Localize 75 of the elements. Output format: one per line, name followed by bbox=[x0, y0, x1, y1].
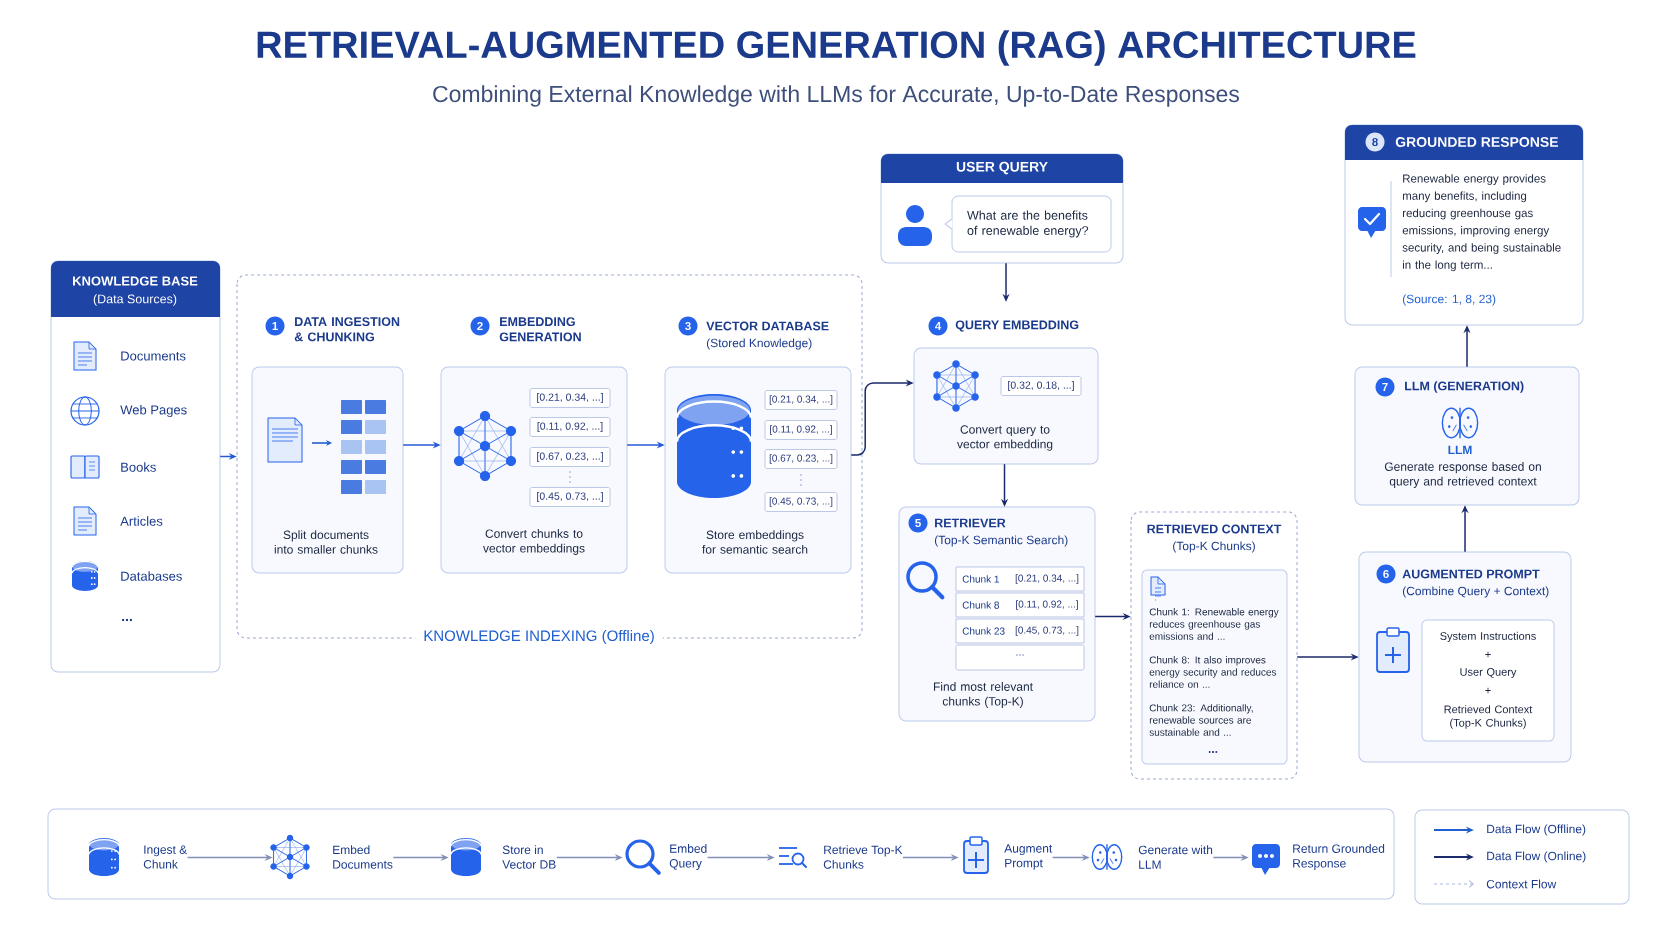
step-label: Generate with LLM bbox=[1138, 845, 1213, 869]
prompt-line: Retrieved Context (Top-K Chunks) bbox=[1444, 705, 1533, 729]
step-number: 2 bbox=[470, 316, 490, 336]
step-heading: VECTOR DATABASE bbox=[706, 321, 829, 331]
step-heading: EMBEDDING GENERATION bbox=[499, 317, 581, 342]
header-bar: 8 GROUNDED RESPONSE bbox=[1345, 125, 1583, 160]
prompt-line: User Query bbox=[1460, 668, 1517, 678]
chunk-text: Chunk 23: Additionally, renewable sources are sustainable and ... bbox=[1149, 704, 1253, 736]
table-row: ... bbox=[955, 644, 1085, 671]
step-heading: AUGMENTED PROMPT bbox=[1402, 569, 1540, 579]
source-label: Documents bbox=[121, 351, 186, 361]
step-description: Split documents into smaller chunks bbox=[274, 530, 378, 554]
step-label: Embed Documents bbox=[333, 845, 393, 869]
source-label: Articles bbox=[120, 516, 163, 526]
step-label: Store in Vector DB bbox=[502, 845, 556, 869]
title: RETRIEVAL-AUGMENTED GENERATION (RAG) ARCHITECTURE bbox=[257, 30, 1416, 66]
step-subheading: (Stored Knowledge) bbox=[706, 338, 812, 350]
vector-chip: [0.11, 0.92, ...] bbox=[529, 417, 611, 437]
step-label: Return Grounded Response bbox=[1293, 844, 1385, 870]
legend-label: Data Flow (Offline) bbox=[1487, 824, 1586, 836]
vector-chip: [0.11, 0.92, ...] bbox=[764, 420, 838, 440]
vector-chip: [0.67, 0.23, ...] bbox=[529, 447, 611, 467]
step-number: 7 bbox=[1375, 377, 1395, 397]
source-note: (Source: 1, 8, 23) bbox=[1402, 294, 1496, 306]
vector-chip: [0.32, 0.18, ...] bbox=[1000, 376, 1082, 396]
ellipsis: ... bbox=[1208, 751, 1218, 753]
prompt-line: + bbox=[1485, 687, 1491, 694]
step-description: Find most relevant chunks (Top-K) bbox=[934, 682, 1033, 708]
group-heading: RETRIEVED CONTEXT bbox=[1147, 524, 1282, 534]
step-heading: DATA INGESTION & CHUNKING bbox=[294, 317, 400, 342]
vector-chip: [0.21, 0.34, ...] bbox=[529, 388, 611, 408]
source-label: Databases bbox=[121, 571, 182, 581]
source-label: Web Pages bbox=[120, 404, 187, 418]
response-text: Renewable energy provides many benefits, including reducing greenhouse gas emissions, improving energy security, and being sustainable in the long term... bbox=[1402, 174, 1561, 272]
prompt-line: System Instructions bbox=[1440, 631, 1536, 643]
step-label: Augment Prompt bbox=[1004, 844, 1053, 870]
group-subheading: (Top-K Chunks) bbox=[1173, 541, 1255, 553]
step-label: Ingest & Chunk bbox=[143, 845, 188, 869]
chunk-text: Chunk 8: It also improves energy security and reduces reliance on ... bbox=[1149, 656, 1277, 688]
step-description: Store embeddings for semantic search bbox=[702, 530, 808, 554]
step-label: Embed Query bbox=[669, 844, 707, 870]
step-description: Convert chunks to vector embeddings bbox=[483, 529, 585, 555]
group-label: KNOWLEDGE INDEXING (Offline) bbox=[415, 628, 663, 646]
step-heading: QUERY EMBEDDING bbox=[955, 320, 1079, 332]
vector-chip: [0.21, 0.34, ...] bbox=[764, 390, 838, 410]
header-bar: KNOWLEDGE BASE (Data Sources) bbox=[51, 261, 220, 317]
step-number: 3 bbox=[678, 316, 698, 336]
step-number: 1 bbox=[265, 316, 285, 336]
step-heading: LLM (GENERATION) bbox=[1405, 381, 1524, 393]
table-row: Chunk 1 [0.21, 0.34, ...] bbox=[955, 566, 1085, 592]
process-strip bbox=[47, 808, 1395, 900]
ellipsis: ... bbox=[122, 618, 132, 622]
source-label: Books bbox=[121, 462, 156, 472]
step-heading: RETRIEVER bbox=[935, 518, 1006, 528]
step-subheading: (Combine Query + Context) bbox=[1402, 586, 1549, 598]
step-number: 6 bbox=[1376, 564, 1396, 584]
step-label: Retrieve Top-K Chunks bbox=[823, 845, 903, 869]
vector-chip: [0.67, 0.23, ...] bbox=[764, 449, 838, 469]
header-bar: USER QUERY bbox=[881, 154, 1123, 183]
subtitle: Combining External Knowledge with LLMs for Accurate, Up-to-Date Responses bbox=[433, 85, 1239, 107]
table-row: Chunk 8 [0.11, 0.92, ...] bbox=[955, 592, 1085, 618]
chunk-text: Chunk 1: Renewable energy reduces greenhouse gas emissions and ... bbox=[1149, 608, 1279, 640]
table-row: Chunk 23 [0.45, 0.73, ...] bbox=[955, 618, 1085, 644]
legend-label: Data Flow (Online) bbox=[1487, 851, 1586, 863]
legend-label: Context Flow bbox=[1486, 879, 1557, 889]
vector-chip: [0.45, 0.73, ...] bbox=[529, 487, 611, 507]
step-number: 4 bbox=[928, 316, 948, 336]
step-number: 5 bbox=[908, 513, 928, 533]
icon-caption: LLM bbox=[1448, 445, 1472, 455]
step-description: Convert query to vector embedding bbox=[957, 425, 1053, 451]
speech-bubble: What are the benefits of renewable energy? bbox=[944, 195, 1112, 253]
vector-chip: [0.45, 0.73, ...] bbox=[764, 492, 838, 512]
prompt-line: + bbox=[1485, 651, 1491, 658]
step-subheading: (Top-K Semantic Search) bbox=[934, 535, 1068, 547]
step-description: Generate response based on query and retrieved context bbox=[1384, 462, 1541, 488]
